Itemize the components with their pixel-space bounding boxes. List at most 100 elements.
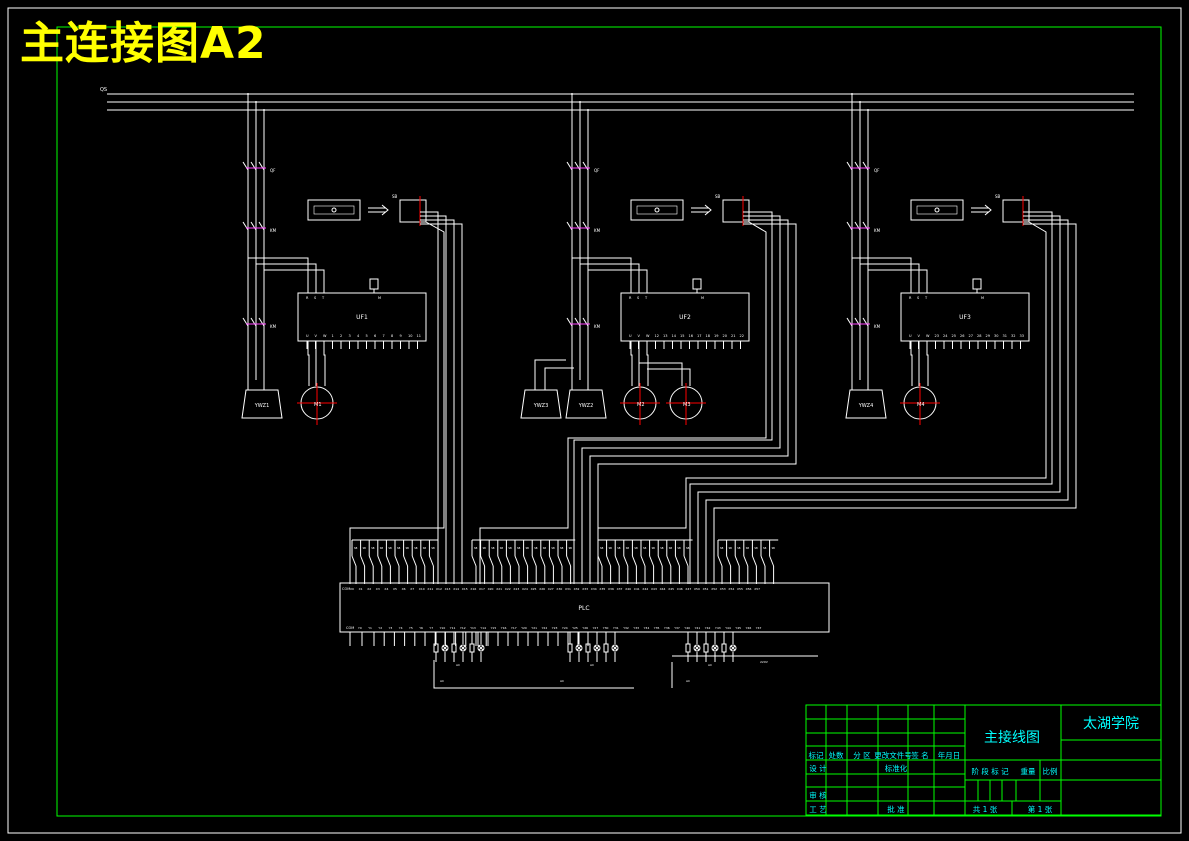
signal-wire <box>479 221 767 584</box>
pump-symbol <box>845 389 887 419</box>
plc-input-terminal: X26 <box>539 587 545 591</box>
switch-label: SB <box>652 546 656 550</box>
plc-input-terminal: X5 <box>393 587 397 591</box>
pump-YWZ3: YWZ3 <box>520 359 574 419</box>
plc-output-terminal: Y32 <box>623 626 629 630</box>
plc-output-terminal: Y12 <box>460 626 466 630</box>
plc-output-terminal: Y41 <box>695 626 701 630</box>
contactor: KM <box>846 221 881 233</box>
plc-input-terminal: X47 <box>685 587 691 591</box>
motor-M1: M1 <box>297 341 337 425</box>
pump-symbol <box>520 389 562 419</box>
inverter-pin-label: R <box>306 296 309 300</box>
inverter-pin-label: W <box>646 334 650 338</box>
output-load-group-1: AC <box>433 632 485 667</box>
switch-contact <box>582 221 589 231</box>
inverter-pin-label: 26 <box>960 334 964 338</box>
indicator-lamp <box>593 644 601 652</box>
bus-junction <box>247 93 249 95</box>
switch-label: KM <box>270 228 277 233</box>
inverter-pin-label: 12 <box>655 334 659 338</box>
bus-junction <box>867 109 869 111</box>
plc-input-terminal: X14 <box>453 587 459 591</box>
inverter-pin-label: 3 <box>349 334 351 338</box>
terminal-box <box>722 199 750 223</box>
switch-label: SB <box>626 546 630 550</box>
signal-wire <box>420 215 447 584</box>
switch-contact <box>854 161 861 171</box>
plc-input-terminal: X27 <box>548 587 554 591</box>
switch-label: SB <box>737 546 741 550</box>
pump-symbol <box>565 389 607 419</box>
input-switch <box>385 555 391 567</box>
input-switch <box>471 555 477 567</box>
motor-M2: M2 <box>620 341 660 425</box>
switch-label: SB <box>551 546 555 550</box>
bus-junction <box>587 109 589 111</box>
wire <box>544 367 574 390</box>
wire <box>594 645 600 651</box>
controller-1: SB <box>307 194 398 221</box>
wire <box>478 645 484 651</box>
aux-label: M <box>378 296 381 300</box>
switch-label: SB <box>763 546 767 550</box>
switch-contact <box>574 221 581 231</box>
supply-label: AC <box>590 663 594 667</box>
switch-contact <box>862 221 869 231</box>
plc-signal-wires <box>349 211 1077 584</box>
plc-output-terminal: Y42 <box>705 626 711 630</box>
signal-arrow-icon <box>691 204 712 216</box>
signal-wire <box>581 215 781 584</box>
switch-label: SB <box>423 546 427 550</box>
wire <box>852 257 912 293</box>
pump-YWZ1: YWZ1 <box>241 380 283 419</box>
switch-label: SB <box>686 546 690 550</box>
bus-junction <box>255 101 257 103</box>
switch-contact <box>862 161 869 171</box>
inverter-pin-label: V <box>315 334 318 338</box>
header-cell: 处数 <box>829 750 844 760</box>
wire <box>323 341 326 386</box>
sheet-title: 主连接图A2 <box>20 18 267 69</box>
inverter-pin-label: 11 <box>417 334 421 338</box>
aux-label: M <box>981 296 984 300</box>
row-label: 工 艺 <box>809 805 826 814</box>
input-switch <box>760 555 766 567</box>
inverter-pin-label: 29 <box>986 334 990 338</box>
plc-input-terminal: X44 <box>660 587 666 591</box>
wire <box>264 269 325 293</box>
plc-input-terminal: X55 <box>737 587 743 591</box>
wire <box>612 645 618 651</box>
inverter-label: UF3 <box>959 314 971 321</box>
indicator-lamp <box>459 644 467 652</box>
inverter-pin-label: R <box>909 296 912 300</box>
plc-input-terminal: X22 <box>505 587 511 591</box>
plc-input-terminal: X20 <box>488 587 494 591</box>
signal-arrow-icon <box>368 204 389 216</box>
switch-label: KM <box>270 324 277 329</box>
plc-input-terminal: X56 <box>746 587 752 591</box>
signal-wire <box>589 219 789 584</box>
standardization-label: 标准化 <box>885 763 908 773</box>
input-switch <box>540 555 546 567</box>
signal-wire <box>420 211 439 584</box>
inverter-pin-label: U <box>909 334 912 338</box>
wire <box>860 263 920 293</box>
inverter-pin-label: T <box>644 296 648 300</box>
wire <box>647 368 691 386</box>
contactor: KM <box>242 221 277 233</box>
inverter-pin-label: T <box>321 296 325 300</box>
wire <box>576 645 582 651</box>
controller-display <box>313 205 355 215</box>
inverter-pin-label: 1 <box>332 334 334 338</box>
input-switch <box>377 555 383 567</box>
controller-display <box>916 205 958 215</box>
thermal-relay: KM <box>242 317 277 329</box>
plc-input-terminal: X10 <box>419 587 425 591</box>
circuit-breaker: QF <box>566 161 600 173</box>
